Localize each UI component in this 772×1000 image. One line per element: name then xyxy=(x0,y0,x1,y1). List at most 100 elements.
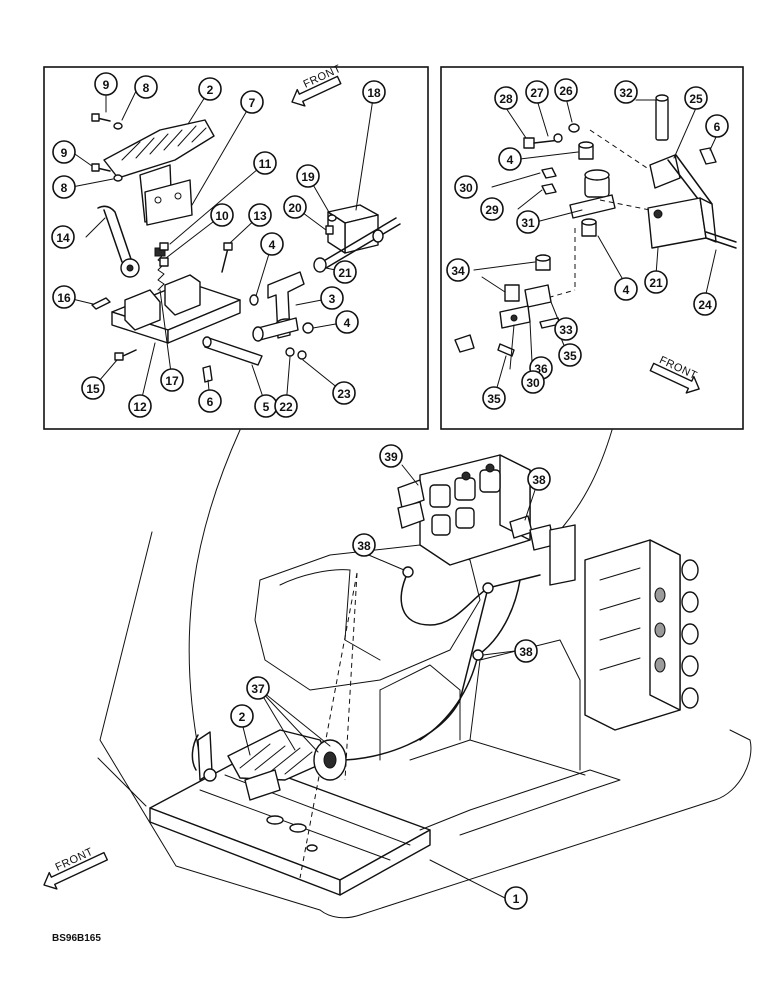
callout-number: 14 xyxy=(56,231,70,245)
callout-number: 13 xyxy=(253,209,267,223)
main-callout-1: 1 xyxy=(504,886,528,910)
left-callout-15: 15 xyxy=(81,376,105,400)
left-callout-11: 11 xyxy=(253,151,277,175)
right-callout-25: 25 xyxy=(684,86,708,110)
left-callout-4: 4 xyxy=(335,310,359,334)
left-callout-19: 19 xyxy=(296,164,320,188)
main-machine-view: FRONT xyxy=(43,454,752,919)
main-callout-2: 2 xyxy=(230,704,254,728)
main-callout-38: 38 xyxy=(527,467,551,491)
left-callout-14: 14 xyxy=(51,225,75,249)
left-callout-8: 8 xyxy=(52,175,76,199)
main-leaders xyxy=(241,464,536,899)
callout-number: 38 xyxy=(357,539,371,553)
left-callout-22: 22 xyxy=(274,394,298,418)
callout-number: 38 xyxy=(532,473,546,487)
connector-curves xyxy=(188,429,613,759)
callout-number: 30 xyxy=(526,376,540,390)
left-callout-4: 4 xyxy=(260,232,284,256)
control-valve xyxy=(397,454,531,566)
pedal-assembly xyxy=(103,119,215,226)
callout-number: 2 xyxy=(207,83,214,97)
right-callout-4: 4 xyxy=(614,277,638,301)
main-callout-39: 39 xyxy=(379,444,403,468)
callout-number: 16 xyxy=(57,291,71,305)
main-callout-37: 37 xyxy=(246,676,270,700)
callout-number: 35 xyxy=(487,392,501,406)
callout-number: 17 xyxy=(165,374,179,388)
callout-number: 29 xyxy=(485,203,499,217)
callout-number: 39 xyxy=(384,450,398,464)
callout-number: 28 xyxy=(499,92,513,106)
left-callout-3: 3 xyxy=(320,286,344,310)
callout-number: 8 xyxy=(61,181,68,195)
callout-number: 37 xyxy=(251,682,265,696)
callout-number: 21 xyxy=(649,276,663,290)
right-callout-34: 34 xyxy=(446,258,470,282)
right-inset-panel: FRONT xyxy=(440,66,744,430)
callout-number: 9 xyxy=(61,146,68,160)
left-callout-2: 2 xyxy=(198,77,222,101)
figure-code: BS96B165 xyxy=(52,933,101,944)
callout-number: 4 xyxy=(623,283,630,297)
callout-number: 23 xyxy=(337,387,351,401)
right-callout-33: 33 xyxy=(554,317,578,341)
callout-number: 3 xyxy=(329,292,336,306)
main-valve-block xyxy=(584,539,699,731)
callout-number: 11 xyxy=(259,157,272,171)
hose-routing xyxy=(339,566,541,761)
front-arrow-main: FRONT xyxy=(43,846,109,890)
right-callout-4: 4 xyxy=(498,147,522,171)
callout-number: 30 xyxy=(459,181,473,195)
right-callout-30: 30 xyxy=(521,370,545,394)
pedal-in-cab xyxy=(191,729,347,801)
callout-number: 38 xyxy=(519,645,533,659)
callout-number: 1 xyxy=(513,892,520,906)
callout-number: 31 xyxy=(521,216,535,230)
main-callout-38: 38 xyxy=(352,533,376,557)
left-callout-20: 20 xyxy=(283,195,307,219)
callout-number: 32 xyxy=(619,86,633,100)
left-callout-17: 17 xyxy=(160,368,184,392)
left-callout-18: 18 xyxy=(362,80,386,104)
left-callout-23: 23 xyxy=(332,381,356,405)
callout-number: 12 xyxy=(133,400,147,414)
callout-number: 21 xyxy=(338,266,352,280)
callout-number: 18 xyxy=(367,86,381,100)
right-callout-28: 28 xyxy=(494,86,518,110)
right-callout-6: 6 xyxy=(705,114,729,138)
callout-number: 8 xyxy=(143,81,150,95)
callout-number: 22 xyxy=(279,400,293,414)
left-callout-7: 7 xyxy=(240,90,264,114)
callout-number: 4 xyxy=(269,238,276,252)
callout-number: 4 xyxy=(344,316,351,330)
left-callout-6: 6 xyxy=(198,389,222,413)
right-callout-29: 29 xyxy=(480,197,504,221)
left-callout-8: 8 xyxy=(134,75,158,99)
callout-number: 7 xyxy=(249,96,256,110)
left-callout-16: 16 xyxy=(52,285,76,309)
left-inset-panel: FRONT xyxy=(43,63,429,430)
main-callout-38: 38 xyxy=(514,639,538,663)
left-callout-9: 9 xyxy=(94,72,118,96)
callout-number: 2 xyxy=(239,710,246,724)
callout-number: 27 xyxy=(530,86,544,100)
callout-number: 25 xyxy=(689,92,703,106)
left-callout-5: 5 xyxy=(254,394,278,418)
main-callouts: 39 38 38 38 37 2 1 xyxy=(230,444,551,910)
right-callout-32: 32 xyxy=(614,80,638,104)
callout-number: 33 xyxy=(559,323,573,337)
callout-number: 10 xyxy=(215,209,229,223)
left-callout-9: 9 xyxy=(52,140,76,164)
callout-number: 9 xyxy=(103,78,110,92)
callout-number: 6 xyxy=(714,120,721,134)
right-callout-35: 35 xyxy=(558,343,582,367)
left-callout-10: 10 xyxy=(210,203,234,227)
right-callout-30: 30 xyxy=(454,175,478,199)
left-callout-12: 12 xyxy=(128,394,152,418)
right-callout-21: 21 xyxy=(644,270,668,294)
left-callout-21: 21 xyxy=(333,260,357,284)
right-callout-26: 26 xyxy=(554,78,578,102)
